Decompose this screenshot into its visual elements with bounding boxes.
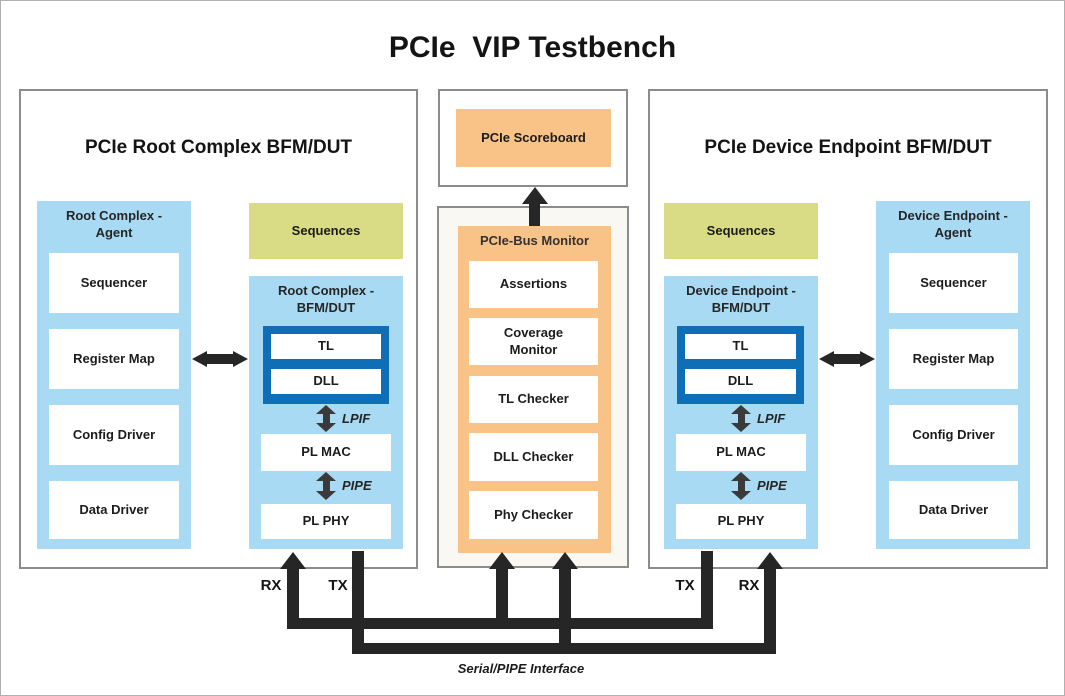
ep-pl-mac-box: PL MAC [676, 434, 806, 471]
rc-tl-box: TL [271, 334, 381, 359]
rc-sequences-label: Sequences [291, 222, 361, 238]
ep-agent-title: Device Endpoint - Agent [898, 208, 1008, 240]
tl-checker-label: TL Checker [498, 391, 569, 407]
monitor-tap1-arrow-icon [489, 552, 515, 569]
rc-register-map-label: Register Map [73, 350, 155, 366]
rc-sequences-box: Sequences [249, 203, 403, 259]
root-complex-panel-title: PCIe Root Complex BFM/DUT [84, 137, 353, 158]
rc-agent-item-config-driver: Config Driver [49, 405, 179, 465]
rc-sequencer-label: Sequencer [80, 274, 148, 290]
ep-config-driver-label: Config Driver [912, 426, 995, 442]
ep-agent-item-register-map: Register Map [889, 329, 1018, 389]
ep-rx-wire [764, 567, 776, 654]
monitor-tap1-wire [496, 567, 508, 623]
ep-data-driver-label: Data Driver [918, 501, 989, 517]
coverage-monitor-label: Coverage Monitor [503, 325, 564, 357]
monitor-item-phy-checker: Phy Checker [469, 491, 598, 539]
monitor-item-tl-checker: TL Checker [469, 376, 598, 423]
ep-sequences-label: Sequences [706, 222, 776, 238]
rc-lpif-label: LPIF [342, 411, 371, 426]
ep-register-map-label: Register Map [912, 350, 995, 366]
rc-dll-box: DLL [271, 369, 381, 394]
ep-rx-arrow-icon [757, 552, 783, 569]
dll-checker-label: DLL Checker [493, 448, 574, 464]
ep-lpif-double-arrow-icon [730, 405, 752, 432]
ep-tx-label: TX [675, 577, 695, 594]
rc-agent-title: Root Complex - Agent [65, 208, 163, 240]
serial-pipe-interface-label: Serial/PIPE Interface [457, 661, 585, 676]
ep-pl-phy-label: PL PHY [717, 513, 765, 529]
ep-tl-label: TL [732, 338, 749, 354]
ep-tx-wire [701, 551, 713, 629]
ep-lpif-label: LPIF [757, 411, 786, 426]
ep-pl-phy-box: PL PHY [676, 504, 806, 539]
scoreboard-box: PCIe Scoreboard [456, 109, 611, 167]
rc-rx-wire [287, 567, 299, 629]
monitor-tap2-wire [559, 567, 571, 654]
ep-pipe-label: PIPE [757, 478, 787, 493]
ep-bfm-title: Device Endpoint - BFM/DUT [686, 283, 796, 315]
device-endpoint-panel-title: PCIe Device Endpoint BFM/DUT [704, 137, 992, 158]
rc-rx-arrow-icon [280, 552, 306, 569]
rc-pl-phy-box: PL PHY [261, 504, 391, 539]
rc-pl-phy-label: PL PHY [302, 513, 350, 529]
ep-dll-label: DLL [727, 373, 754, 389]
ep-sequencer-label: Sequencer [920, 274, 987, 290]
ep-pipe-double-arrow-icon [730, 472, 752, 500]
bus-monitor-title: PCIe-Bus Monitor [479, 233, 590, 248]
rc-rx-label: RX [260, 577, 282, 594]
rc-pl-mac-label: PL MAC [301, 444, 351, 460]
monitor-to-scoreboard-arrow-icon [522, 187, 548, 204]
rc-pipe-label: PIPE [342, 478, 372, 493]
upper-bus-wire [287, 618, 713, 629]
rc-agent-item-sequencer: Sequencer [49, 253, 179, 313]
rc-tl-label: TL [318, 338, 334, 354]
rc-agent-item-data-driver: Data Driver [49, 481, 179, 539]
ep-agent-item-data-driver: Data Driver [889, 481, 1018, 539]
monitor-to-scoreboard-wire [529, 201, 540, 226]
rc-tx-wire [352, 551, 364, 654]
monitor-item-assertions: Assertions [469, 261, 598, 308]
assertions-label: Assertions [499, 276, 568, 292]
ep-dll-box: DLL [685, 369, 796, 394]
rc-dll-label: DLL [313, 373, 339, 389]
rc-lpif-double-arrow-icon [315, 405, 337, 432]
monitor-item-dll-checker: DLL Checker [469, 433, 598, 481]
ep-pl-mac-label: PL MAC [716, 444, 766, 460]
rc-bfm-title: Root Complex - BFM/DUT [277, 283, 375, 315]
rc-config-driver-label: Config Driver [72, 426, 156, 442]
phy-checker-label: Phy Checker [494, 506, 573, 522]
ep-rx-label: RX [738, 577, 760, 594]
rc-agent-bfm-double-arrow-icon [192, 351, 248, 367]
diagram-title: PCIe VIP Testbench [388, 31, 677, 64]
scoreboard-label: PCIe Scoreboard [481, 129, 586, 145]
ep-sequences-box: Sequences [664, 203, 818, 259]
ep-agent-item-config-driver: Config Driver [889, 405, 1018, 465]
rc-data-driver-label: Data Driver [79, 501, 149, 517]
monitor-item-coverage-monitor: Coverage Monitor [469, 318, 598, 365]
rc-pl-mac-box: PL MAC [261, 434, 391, 471]
ep-tl-box: TL [685, 334, 796, 359]
monitor-tap2-arrow-icon [552, 552, 578, 569]
rc-tx-label: TX [328, 577, 348, 594]
rc-pipe-double-arrow-icon [315, 472, 337, 500]
ep-agent-item-sequencer: Sequencer [889, 253, 1018, 313]
rc-agent-item-register-map: Register Map [49, 329, 179, 389]
ep-agent-bfm-double-arrow-icon [819, 351, 875, 367]
